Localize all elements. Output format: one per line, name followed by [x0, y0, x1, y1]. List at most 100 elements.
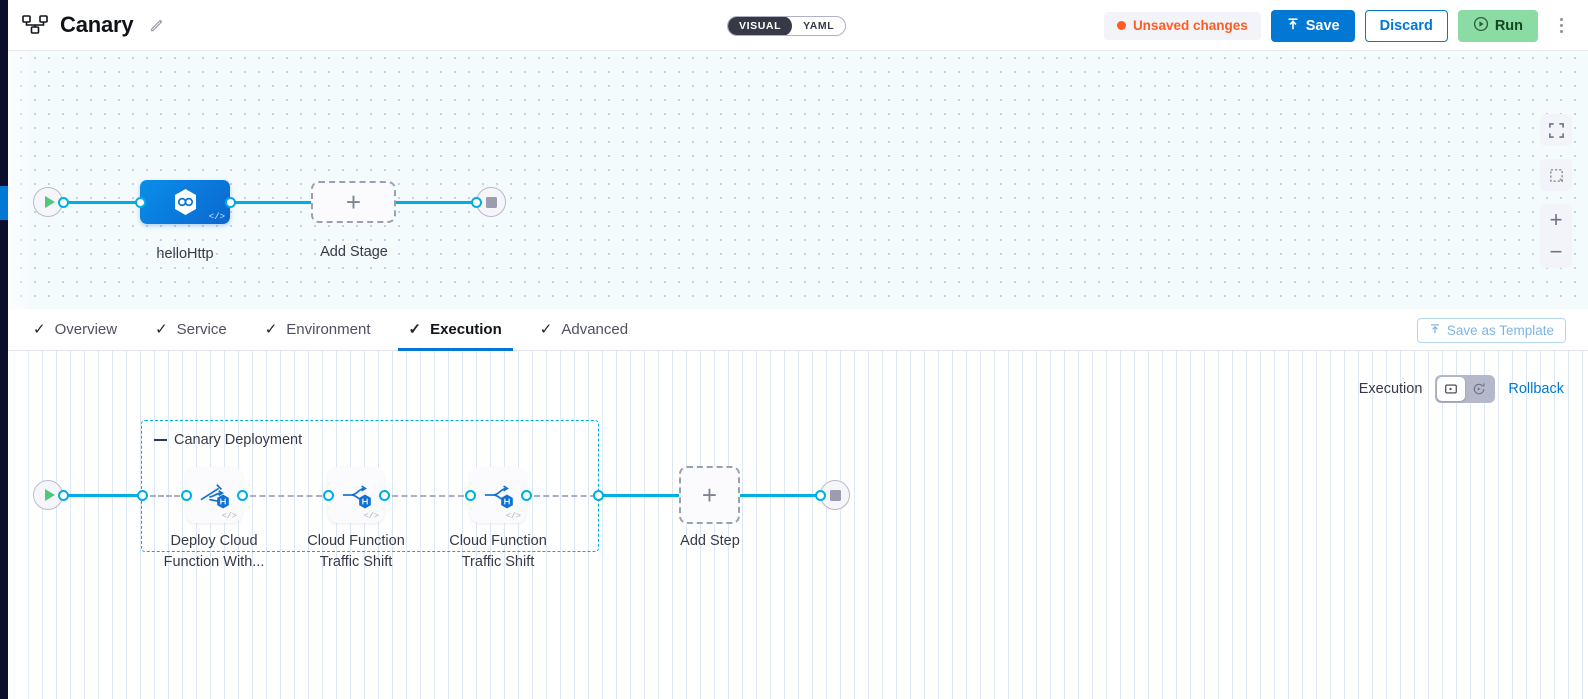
check-icon: ✓	[264, 321, 278, 338]
zoom-in-button[interactable]: +	[1549, 207, 1563, 232]
start-node-port[interactable]	[58, 196, 69, 208]
header-left-group: Canary	[22, 12, 165, 38]
edge-step2-to-step3	[392, 495, 464, 497]
execution-mode-button[interactable]	[1437, 377, 1466, 401]
step-node-traffic-shift-1[interactable]: </> Cloud Function Traffic Shift	[307, 467, 405, 570]
save-button[interactable]: Save	[1270, 9, 1355, 42]
step-node-label: Cloud Function Traffic Shift	[297, 531, 415, 573]
start-node[interactable]	[33, 187, 69, 217]
tab-environment-label: Environment	[286, 321, 371, 338]
step-input-port[interactable]	[322, 489, 334, 501]
step-node-body[interactable]: </>	[328, 467, 384, 523]
end-node-circle[interactable]	[476, 187, 506, 217]
stage-node-hellohttp[interactable]: </> helloHttp	[134, 180, 236, 262]
collapse-dash-icon[interactable]	[154, 439, 167, 441]
template-upload-icon	[1429, 323, 1441, 338]
edge-start-to-stage	[56, 201, 142, 204]
zoom-out-button[interactable]: −	[1549, 239, 1563, 264]
check-icon: ✓	[155, 321, 168, 338]
page-title: Canary	[60, 12, 134, 37]
add-step-button[interactable]: +	[679, 466, 740, 524]
end-node-port[interactable]	[470, 196, 482, 208]
check-icon: ✓	[33, 321, 46, 338]
step-output-port[interactable]	[236, 489, 248, 501]
end-node[interactable]	[814, 480, 850, 510]
view-mode-yaml[interactable]: YAML	[803, 20, 835, 32]
tab-service-label: Service	[176, 321, 227, 338]
tab-advanced[interactable]: ✓ Advanced	[521, 309, 647, 351]
end-node[interactable]	[470, 187, 506, 217]
view-mode-toggle[interactable]: VISUAL YAML	[727, 16, 847, 36]
step-node-body[interactable]: </>	[470, 467, 526, 523]
start-node[interactable]	[33, 480, 69, 510]
execution-canvas[interactable]: Execution Rollback	[0, 351, 1588, 699]
edge-stage-to-addstage	[226, 201, 312, 204]
end-node-port[interactable]	[814, 489, 826, 501]
edge-addstage-to-end	[393, 201, 481, 204]
group-output-port[interactable]	[593, 490, 604, 501]
harness-hexagon-icon	[173, 188, 198, 216]
step-node-traffic-shift-2[interactable]: </> Cloud Function Traffic Shift	[449, 467, 547, 570]
upload-arrow-icon	[1286, 17, 1300, 35]
zoom-to-selection-button[interactable]	[1540, 159, 1572, 191]
stage-node-output-port[interactable]	[224, 196, 236, 208]
left-nav-active-indicator	[0, 186, 8, 220]
pencil-edit-icon[interactable]	[149, 17, 165, 33]
execution-rollback-toggle[interactable]	[1435, 375, 1496, 403]
tab-overview-label: Overview	[54, 321, 118, 338]
view-mode-visual[interactable]: VISUAL	[728, 17, 793, 35]
tab-execution[interactable]: ✓ Execution	[390, 309, 521, 351]
step-group-header[interactable]: Canary Deployment	[154, 432, 302, 448]
discard-button[interactable]: Discard	[1364, 9, 1448, 42]
rollback-link[interactable]: Rollback	[1508, 381, 1564, 397]
step-code-tag: </>	[363, 511, 379, 521]
step-output-port[interactable]	[520, 489, 532, 501]
step-code-tag: </>	[505, 511, 521, 521]
add-stage-node[interactable]: + Add Stage	[311, 181, 396, 260]
save-as-template-button[interactable]: Save as Template	[1416, 318, 1566, 343]
edge-step3-to-group-out	[534, 495, 596, 497]
add-stage-button[interactable]: +	[311, 181, 396, 223]
step-node-deploy-cloud-function[interactable]: </> Deploy Cloud Function With...	[164, 467, 264, 570]
step-group-title: Canary Deployment	[174, 432, 303, 448]
add-step-node[interactable]: + Add Step	[679, 466, 740, 549]
step-input-port[interactable]	[464, 489, 476, 501]
kebab-menu-icon[interactable]	[1548, 10, 1574, 42]
edge-group-in-to-step1	[150, 495, 180, 497]
step-label-line2: Traffic Shift	[319, 554, 393, 571]
step-input-port[interactable]	[180, 489, 192, 501]
check-icon: ✓	[408, 321, 422, 338]
run-button[interactable]: Run	[1457, 9, 1538, 42]
header-actions: Unsaved changes Save Discard	[1103, 0, 1574, 51]
run-button-label: Run	[1494, 17, 1523, 34]
step-node-body[interactable]: </>	[186, 467, 242, 523]
status-dot-icon	[1116, 21, 1126, 30]
discard-button-label: Discard	[1379, 17, 1433, 34]
stage-node-input-port[interactable]	[134, 196, 146, 208]
step-output-port[interactable]	[378, 489, 390, 501]
step-label-line2: Function With...	[163, 554, 265, 571]
rollback-mode-button[interactable]	[1465, 377, 1493, 401]
left-nav-rail	[0, 0, 8, 699]
status-badge-unsaved-changes: Unsaved changes	[1103, 11, 1261, 40]
execution-label: Execution	[1358, 381, 1423, 397]
edge-group-to-addstep	[598, 494, 680, 497]
harness-hex-badge	[358, 494, 372, 514]
tab-service[interactable]: ✓ Service	[136, 309, 246, 351]
stage-node-label: helloHttp	[156, 246, 214, 262]
canvas-controls: + −	[1540, 114, 1572, 268]
step-group-canary-deployment[interactable]: Canary Deployment	[141, 420, 599, 552]
harness-hex-badge	[500, 494, 514, 514]
step-label-line1: Cloud Function	[307, 533, 405, 549]
tab-overview[interactable]: ✓ Overview	[14, 309, 136, 351]
start-node-port[interactable]	[58, 489, 69, 501]
step-node-label: Cloud Function Traffic Shift	[439, 531, 557, 573]
plus-icon: +	[345, 187, 362, 217]
add-step-label: Add Step	[680, 533, 740, 549]
plus-icon: +	[701, 480, 718, 510]
fit-screen-button[interactable]	[1540, 114, 1572, 146]
stage-canvas[interactable]: </> helloHttp + Add Stage	[0, 51, 1588, 309]
tab-environment[interactable]: ✓ Environment	[246, 309, 390, 351]
group-input-port[interactable]	[137, 490, 148, 501]
stage-node-body[interactable]: </>	[140, 180, 230, 224]
